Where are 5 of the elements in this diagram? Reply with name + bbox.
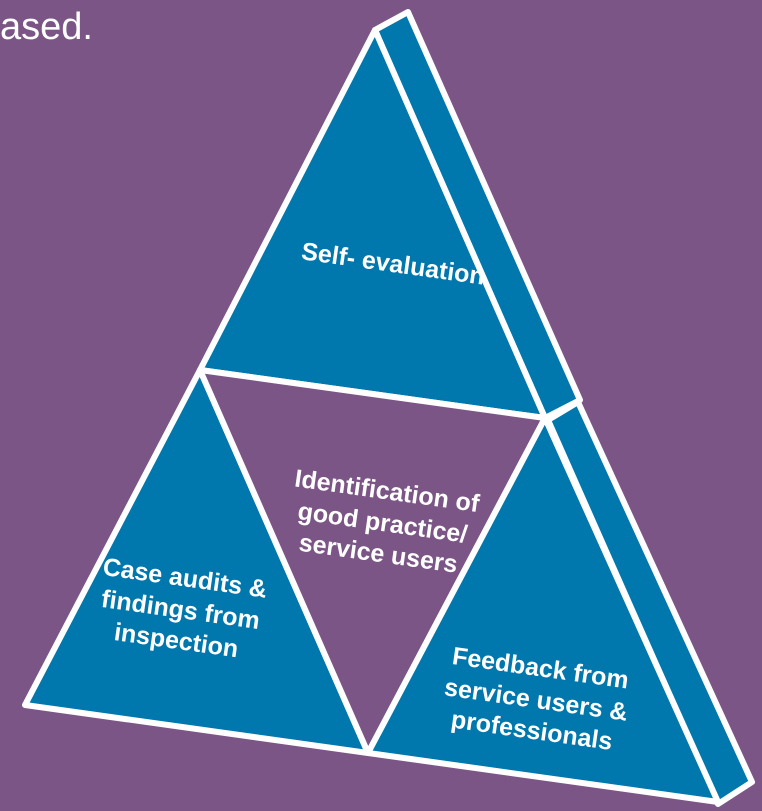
panel-text: Identification of good practice/ service users	[291, 463, 482, 580]
panel-text: Feedback from service users & professionals	[442, 640, 632, 758]
caption-fragment: ased.	[0, 6, 93, 49]
panel-text: Case audits & findings from inspection	[98, 551, 270, 665]
panel-text: Self- evaluation	[298, 236, 488, 293]
